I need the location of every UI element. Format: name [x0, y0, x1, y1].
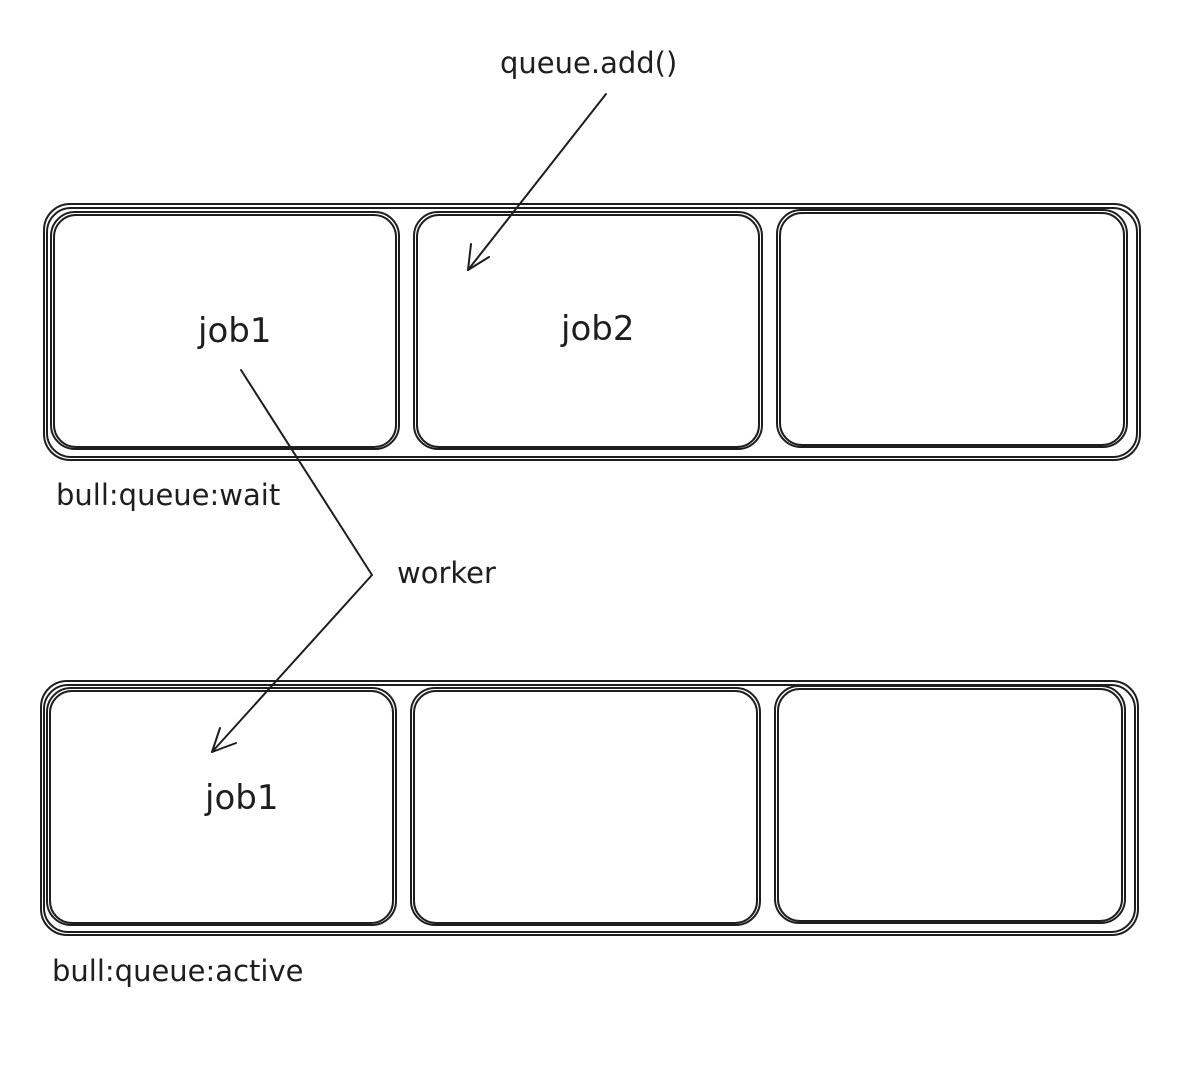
worker-arrow: [211, 369, 373, 753]
active-slot-1-label: job1: [205, 778, 279, 818]
wait-queue-container: [43, 203, 1141, 461]
wait-slot-1-label: job1: [198, 311, 272, 351]
add-annotation-label: queue.add(): [500, 46, 678, 80]
active-slot-2: [410, 687, 761, 926]
active-queue-container: [40, 680, 1139, 936]
active-slot-3: [774, 685, 1126, 924]
worker-annotation-label: worker: [397, 556, 496, 590]
active-queue-slots: [46, 685, 1126, 926]
wait-slot-2: [413, 211, 763, 450]
active-slot-1: [46, 687, 397, 926]
wait-queue-name: bull:queue:wait: [56, 478, 281, 512]
wait-queue-slots: [50, 209, 1128, 450]
wait-slot-1: [50, 211, 400, 450]
wait-slot-2-label: job2: [561, 309, 635, 349]
active-queue-name: bull:queue:active: [52, 954, 304, 988]
wait-slot-3: [776, 209, 1128, 448]
add-arrow: [467, 93, 607, 271]
